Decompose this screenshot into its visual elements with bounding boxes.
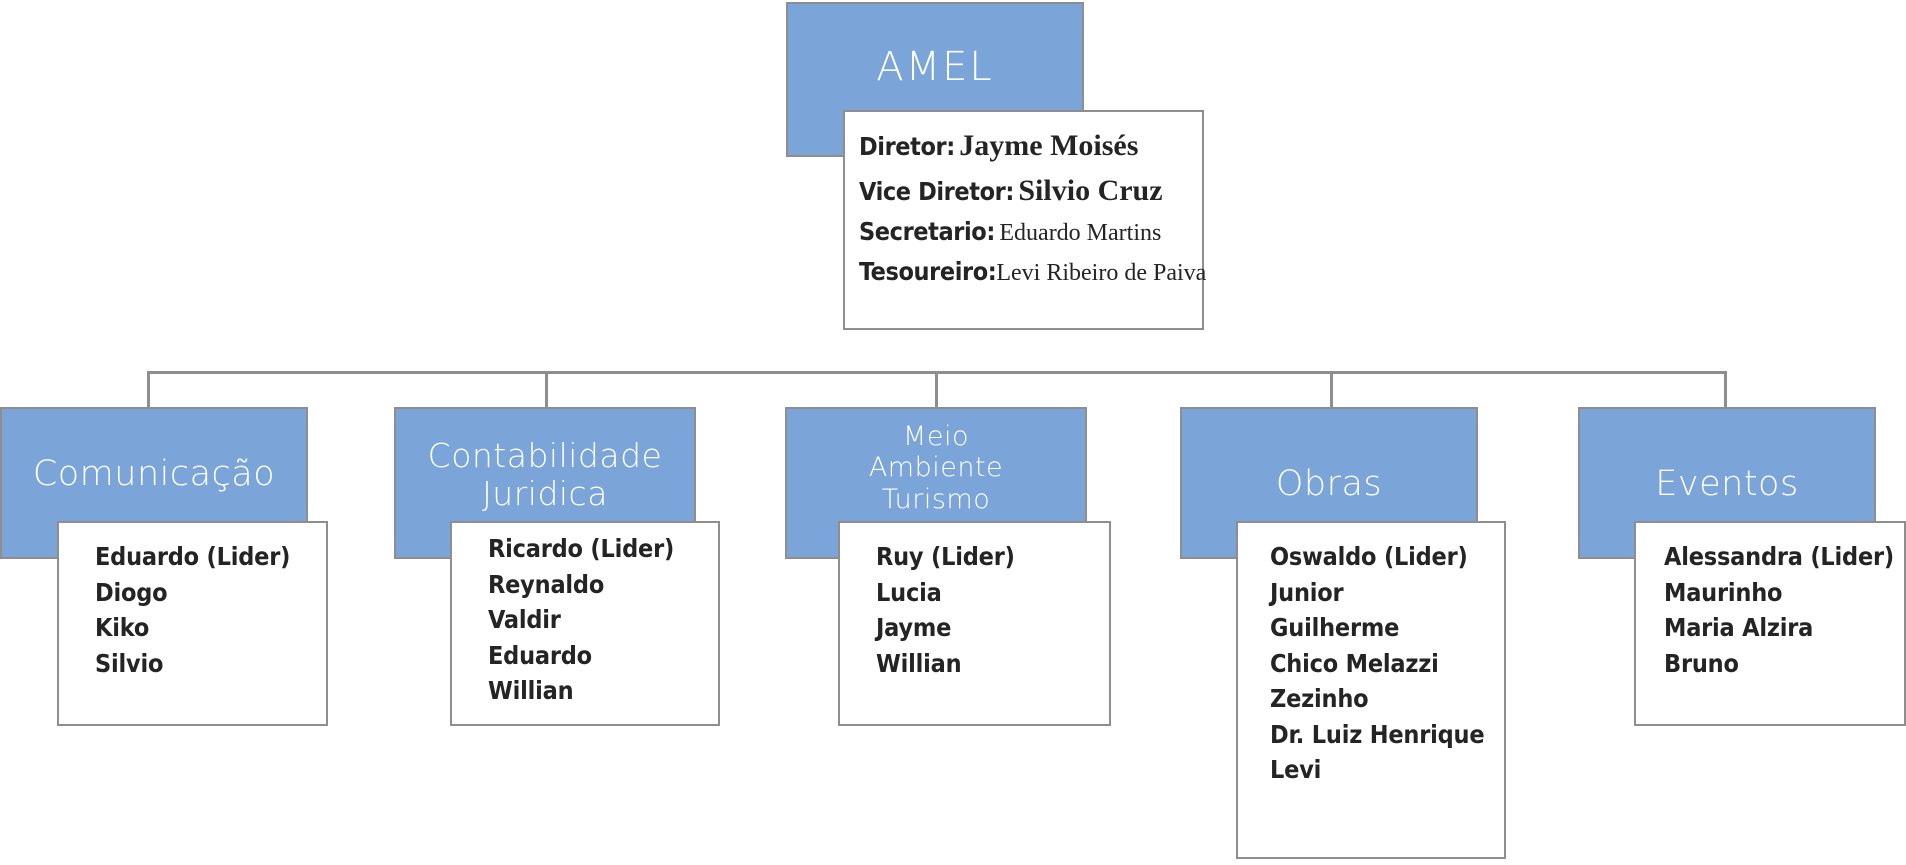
list-item: Junior [1270, 577, 1344, 607]
detail-value-tesoureiro: Levi Ribeiro de Paiva [996, 259, 1207, 286]
connector-drop-eventos [1724, 371, 1727, 409]
list-item: Silvio [95, 648, 164, 678]
dept-members-card-contabilidade-juridica[interactable]: Ricardo (Lider) Reynaldo Valdir Eduardo … [450, 521, 720, 726]
dept-members-card-eventos[interactable]: Alessandra (Lider) Maurinho Maria Alzira… [1634, 521, 1906, 726]
detail-value-vice-diretor: Silvio Cruz [1018, 173, 1163, 207]
list-item: Oswaldo (Lider) [1270, 542, 1468, 571]
list-item: Maria Alzira [1664, 613, 1814, 642]
list-item: Kiko [95, 613, 150, 642]
list-item: Guilherme [1270, 613, 1400, 642]
dept-title-obras: Obras [1275, 464, 1383, 504]
member-list-comunicacao: Eduardo (Lider) Diogo Kiko Silvio [59, 523, 326, 681]
list-item: Ricardo (Lider) [488, 534, 675, 563]
dept-members-card-comunicacao[interactable]: Eduardo (Lider) Diogo Kiko Silvio [57, 521, 328, 726]
list-item: Levi [1270, 755, 1322, 784]
member-list-contabilidade-juridica: Ricardo (Lider) Reynaldo Valdir Eduardo … [452, 523, 718, 709]
root-title: AMEL [876, 44, 994, 90]
detail-label-secretario: Secretario: [859, 217, 995, 247]
dept-members-card-meio-ambiente-turismo[interactable]: Ruy (Lider) Lucia Jayme Willian [838, 521, 1111, 726]
list-item: Diogo [95, 577, 168, 607]
detail-row-secretario: Secretario: Eduardo Martins [859, 215, 1202, 250]
list-item: Eduardo (Lider) [95, 542, 291, 571]
connector-drop-contabilidade [545, 371, 548, 409]
list-item: Alessandra (Lider) [1664, 542, 1894, 571]
list-item: Maurinho [1664, 577, 1783, 607]
list-item: Willian [488, 676, 574, 705]
detail-row-vice-diretor: Vice Diretor: Silvio Cruz [859, 171, 1202, 211]
detail-value-secretario: Eduardo Martins [999, 220, 1162, 247]
connector-drop-obras [1330, 371, 1333, 409]
dept-title-contabilidade-juridica: Contabilidade Juridica [427, 436, 663, 514]
list-item: Dr. Luiz Henrique [1270, 719, 1485, 749]
member-list-eventos: Alessandra (Lider) Maurinho Maria Alzira… [1636, 523, 1904, 681]
root-details-card[interactable]: Diretor: Jayme Moisés Vice Diretor: Silv… [843, 110, 1206, 330]
list-item: Bruno [1664, 648, 1739, 678]
list-item: Lucia [876, 577, 942, 607]
list-item: Jayme [876, 613, 952, 642]
dept-title-meio-ambiente-turismo: Meio Ambiente Turismo [868, 421, 1004, 515]
detail-value-diretor: Jayme Moisés [959, 129, 1139, 162]
list-item: Willian [876, 648, 962, 678]
detail-label-tesoureiro: Tesoureiro: [859, 256, 997, 286]
connector-drop-meio-ambiente [935, 371, 938, 409]
detail-label-vice-diretor: Vice Diretor: [859, 176, 1014, 206]
detail-row-tesoureiro: Tesoureiro:Levi Ribeiro de Paiva [859, 255, 1206, 290]
list-item: Ruy (Lider) [876, 542, 1015, 571]
dept-node-comunicacao[interactable]: Comunicação [0, 407, 308, 559]
list-item: Zezinho [1270, 684, 1369, 713]
member-list-obras: Oswaldo (Lider) Junior Guilherme Chico M… [1238, 523, 1504, 788]
list-item: Reynaldo [488, 569, 605, 599]
connector-drop-comunicacao [147, 371, 150, 409]
list-item: Valdir [488, 605, 561, 634]
dept-title-eventos: Eventos [1655, 464, 1799, 504]
detail-label-diretor: Diretor: [859, 132, 955, 161]
dept-title-comunicacao: Comunicação [32, 454, 276, 494]
member-list-meio-ambiente-turismo: Ruy (Lider) Lucia Jayme Willian [840, 523, 1109, 681]
dept-members-card-obras[interactable]: Oswaldo (Lider) Junior Guilherme Chico M… [1236, 521, 1506, 859]
list-item: Chico Melazzi [1270, 648, 1439, 678]
list-item: Eduardo [488, 640, 592, 670]
detail-row-diretor: Diretor: Jayme Moisés [859, 126, 1202, 166]
